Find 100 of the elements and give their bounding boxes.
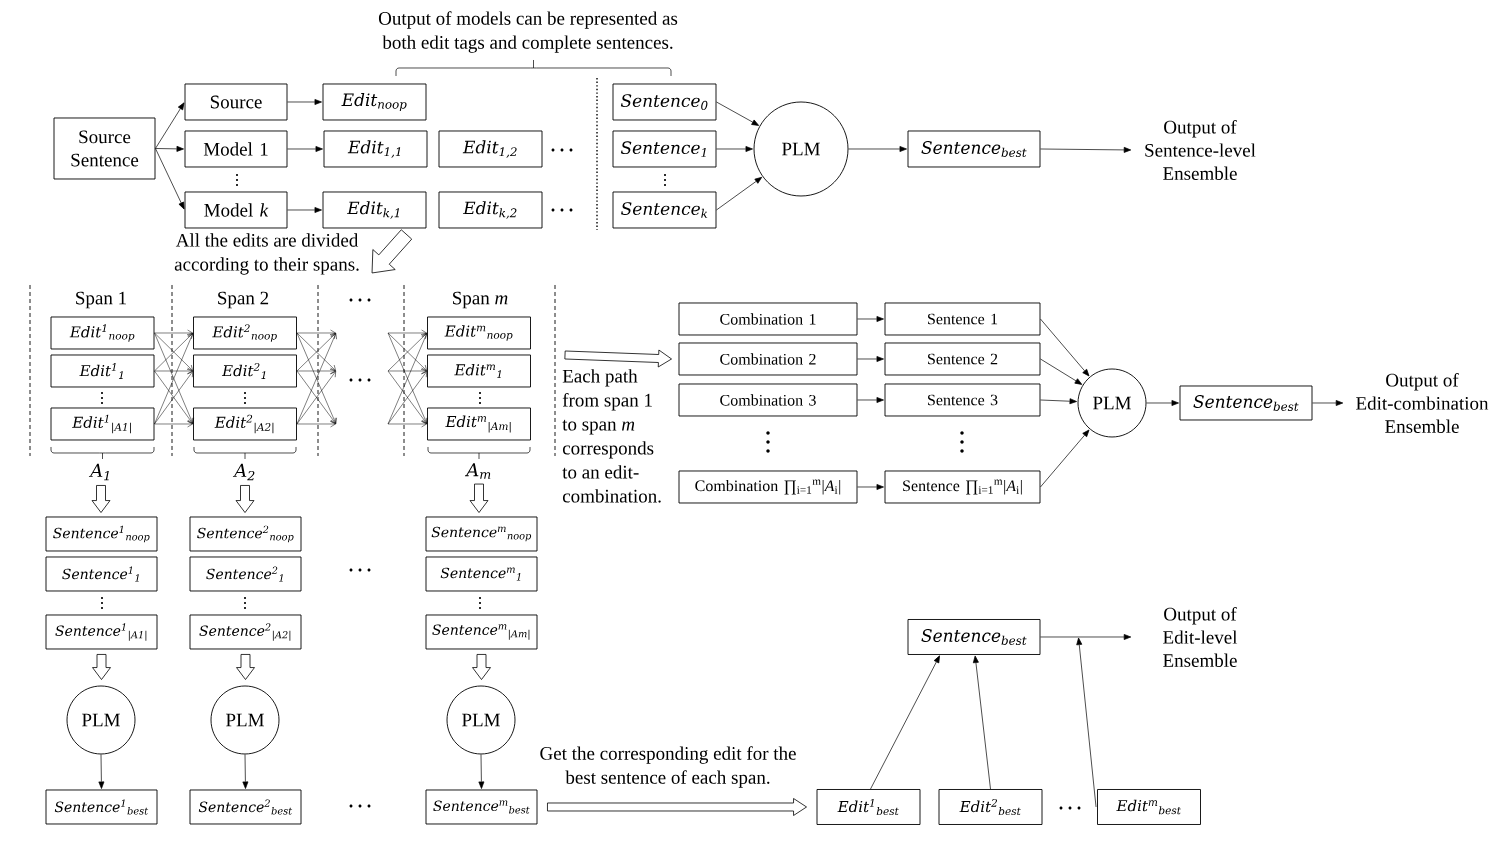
sentence-box: Sentence$^{1}$|A1| [45, 614, 158, 650]
arrow [154, 420, 193, 428]
hollow-arrow [564, 349, 672, 368]
edit-box: Edit$_{noop}$ [322, 83, 427, 121]
hollow-arrow [235, 485, 255, 513]
arrow-cross [154, 332, 194, 425]
edit-box: Edit$^{2}$best [938, 789, 1043, 825]
arrow [857, 397, 884, 403]
arrow [857, 356, 884, 362]
edit-box: Edit$_{k,2}$ [438, 191, 543, 229]
edit-box: Edit$^{2}$1 [193, 354, 297, 388]
arrow [387, 420, 427, 428]
hollow-arrow [91, 485, 111, 513]
arrow-cross [387, 332, 427, 372]
model-box: Model 1 [184, 130, 288, 168]
arrow [1146, 400, 1179, 406]
sentence-box: Sentence$^{1}$1 [45, 556, 158, 592]
arrow [1040, 398, 1077, 405]
arrow-cross [154, 332, 193, 372]
sentence-box: Sentence 1 [884, 302, 1041, 336]
edit-box: Edit$^{1}$best [816, 789, 921, 825]
combination-box: Combination 1 [678, 302, 858, 336]
edit-box: Edit$^{1}$1 [50, 354, 155, 388]
arrow [478, 754, 485, 789]
arrow [716, 146, 753, 152]
arrow [287, 207, 322, 213]
edit-box: Edit$^{m}$noop [427, 316, 531, 350]
hollow-arrow [371, 229, 413, 274]
edit-box: Edit$^{1}$|A1| [50, 407, 155, 441]
output-text: Output of Edit-level Ensemble [1163, 607, 1238, 667]
arrow [1040, 429, 1090, 488]
hollow-arrow [469, 483, 489, 513]
arrow [387, 367, 427, 375]
edit-box: Edit$^{2}$|A2| [193, 407, 297, 441]
span-heading: Span m [453, 291, 508, 309]
span-heading: Span 2 [218, 291, 269, 309]
arrow [1312, 400, 1344, 406]
sentence-box: Sentence$_{0}$ [612, 83, 717, 121]
arrow [296, 329, 336, 337]
arrow [155, 145, 184, 152]
arrow [972, 655, 991, 790]
sentence-box: Sentence$_{k}$ [612, 191, 717, 229]
sentence-box: Sentence$^{m}$|Am| [425, 614, 538, 650]
sentence-box: Sentence$_{best}$ [907, 130, 1041, 168]
output-text: Output of Sentence-level Ensemble [1145, 120, 1256, 180]
edit-box: Edit$^{m}$1 [427, 354, 531, 388]
arrow-cross [387, 332, 428, 425]
sentence-box: Sentence$^{m}$best [425, 789, 538, 825]
sentence-box: Sentence$^{2}$best [189, 789, 302, 825]
sentence-box: Sentence$^{2}$|A2| [189, 614, 302, 650]
span-heading: Span 1 [76, 291, 126, 309]
sentence-box: Sentence$_{1}$ [612, 130, 717, 168]
arrow [296, 420, 336, 428]
edit-box: Edit$^{2}$noop [193, 316, 297, 350]
source-box: Source [184, 83, 288, 121]
hollow-arrow [472, 654, 491, 680]
arrow-cross [387, 370, 427, 425]
arrow [287, 146, 323, 152]
note-text: Output of models can be represented as both edit tags and complete sentences. [378, 11, 678, 53]
combination-box: Combination ∏$_{i=1}$$^{m}$|A$_{i}$| [678, 470, 858, 504]
arrow [1040, 358, 1083, 385]
arrow [857, 316, 884, 322]
set-label: A$_{2}$ [232, 463, 255, 481]
combination-box: Combination 2 [678, 342, 858, 376]
arrow [716, 101, 759, 126]
sentence-box: Sentence$^{m}$1 [425, 556, 538, 592]
edge-label: Get the corresponding edit for the best sentence of each span. [538, 745, 798, 789]
arrow [1040, 634, 1132, 640]
arrow [154, 329, 193, 337]
sentence-box: Sentence$^{m}$noop [425, 516, 538, 552]
hollow-arrow [547, 798, 807, 816]
arrow [387, 329, 427, 337]
arrow [155, 148, 185, 210]
sentence-box: Sentence 2 [884, 342, 1041, 376]
arrow [287, 99, 322, 105]
edge-label: Each path from span 1 to span m corresponds to an edit-combination. [561, 368, 672, 504]
arrow [98, 754, 105, 789]
hollow-arrow [92, 654, 111, 680]
arrow [296, 367, 336, 375]
arrow-cross [154, 370, 193, 425]
arrow [1040, 147, 1132, 153]
output-text: Output of Edit-combination Ensemble [1356, 373, 1489, 433]
sentence-box: Sentence$^{2}$noop [189, 516, 302, 552]
set-label: A$_{1}$ [88, 463, 109, 481]
sentence-box: Sentence$^{2}$1 [189, 556, 302, 592]
edit-box: Edit$_{1,1}$ [323, 130, 428, 168]
edit-box: Edit$^{1}$noop [50, 316, 155, 350]
arrow-cross [296, 332, 336, 372]
hollow-arrow [236, 654, 255, 680]
arrow [870, 655, 940, 790]
input-box: Source Sentence [53, 117, 156, 180]
sentence-box: Sentence$^{1}$best [45, 789, 158, 825]
arrow-cross [296, 332, 337, 425]
edit-box: Edit$^{m}$|Am| [427, 407, 531, 441]
arrow [155, 102, 185, 149]
model-box: Model k [184, 191, 288, 229]
arrow-cross [296, 370, 336, 425]
arrow [242, 754, 249, 789]
set-label: A$_{m}$ [464, 463, 491, 479]
arrow [857, 484, 884, 490]
